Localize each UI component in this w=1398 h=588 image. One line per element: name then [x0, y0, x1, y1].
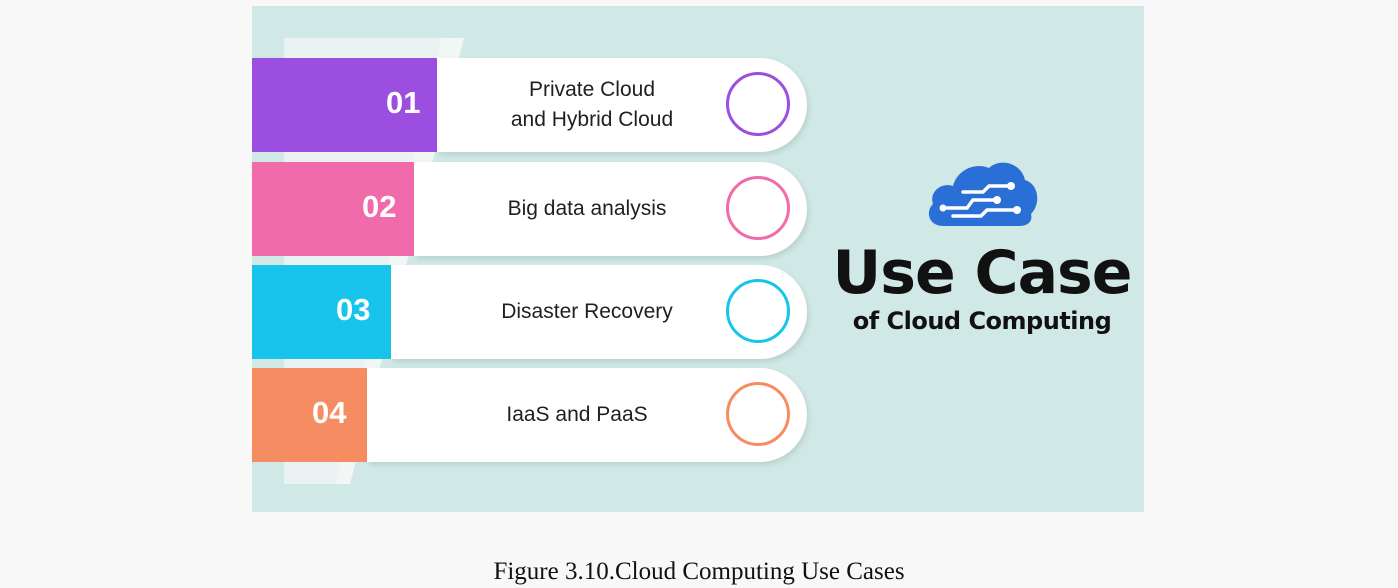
number-band-03 [252, 265, 414, 359]
item-number: 02 [362, 189, 397, 224]
item-number: 04 [312, 395, 347, 430]
item-label: Big data analysis [507, 197, 667, 220]
figure-caption: Figure 3.10.Cloud Computing Use Cases [493, 558, 905, 585]
band-shape [252, 368, 390, 462]
circle-marker-02 [726, 176, 790, 240]
band-shape [252, 162, 437, 256]
item-label: Private Cloud and Hybrid Cloud [510, 78, 674, 131]
circle-marker-04 [726, 382, 790, 446]
use-case-infographic: 01 Private Cloud and Hybrid Cloud 02 Big… [252, 6, 1144, 512]
number-band-01 [252, 58, 460, 152]
circle-marker-03 [726, 279, 790, 343]
cloud-circuit-icon [928, 162, 1038, 226]
circle-marker-01 [726, 72, 790, 136]
heading-title: Use Case [832, 238, 1133, 308]
heading-block: Use Case of Cloud Computing [832, 156, 1132, 336]
item-number: 03 [336, 292, 371, 327]
band-shape [252, 265, 414, 359]
item-label: Disaster Recovery [501, 300, 673, 323]
item-label: IaaS and PaaS [506, 403, 648, 426]
heading-subtitle: of Cloud Computing [852, 307, 1112, 335]
number-band-04 [252, 368, 390, 462]
number-band-02 [252, 162, 437, 256]
item-number: 01 [386, 85, 421, 120]
band-shape [252, 58, 460, 152]
